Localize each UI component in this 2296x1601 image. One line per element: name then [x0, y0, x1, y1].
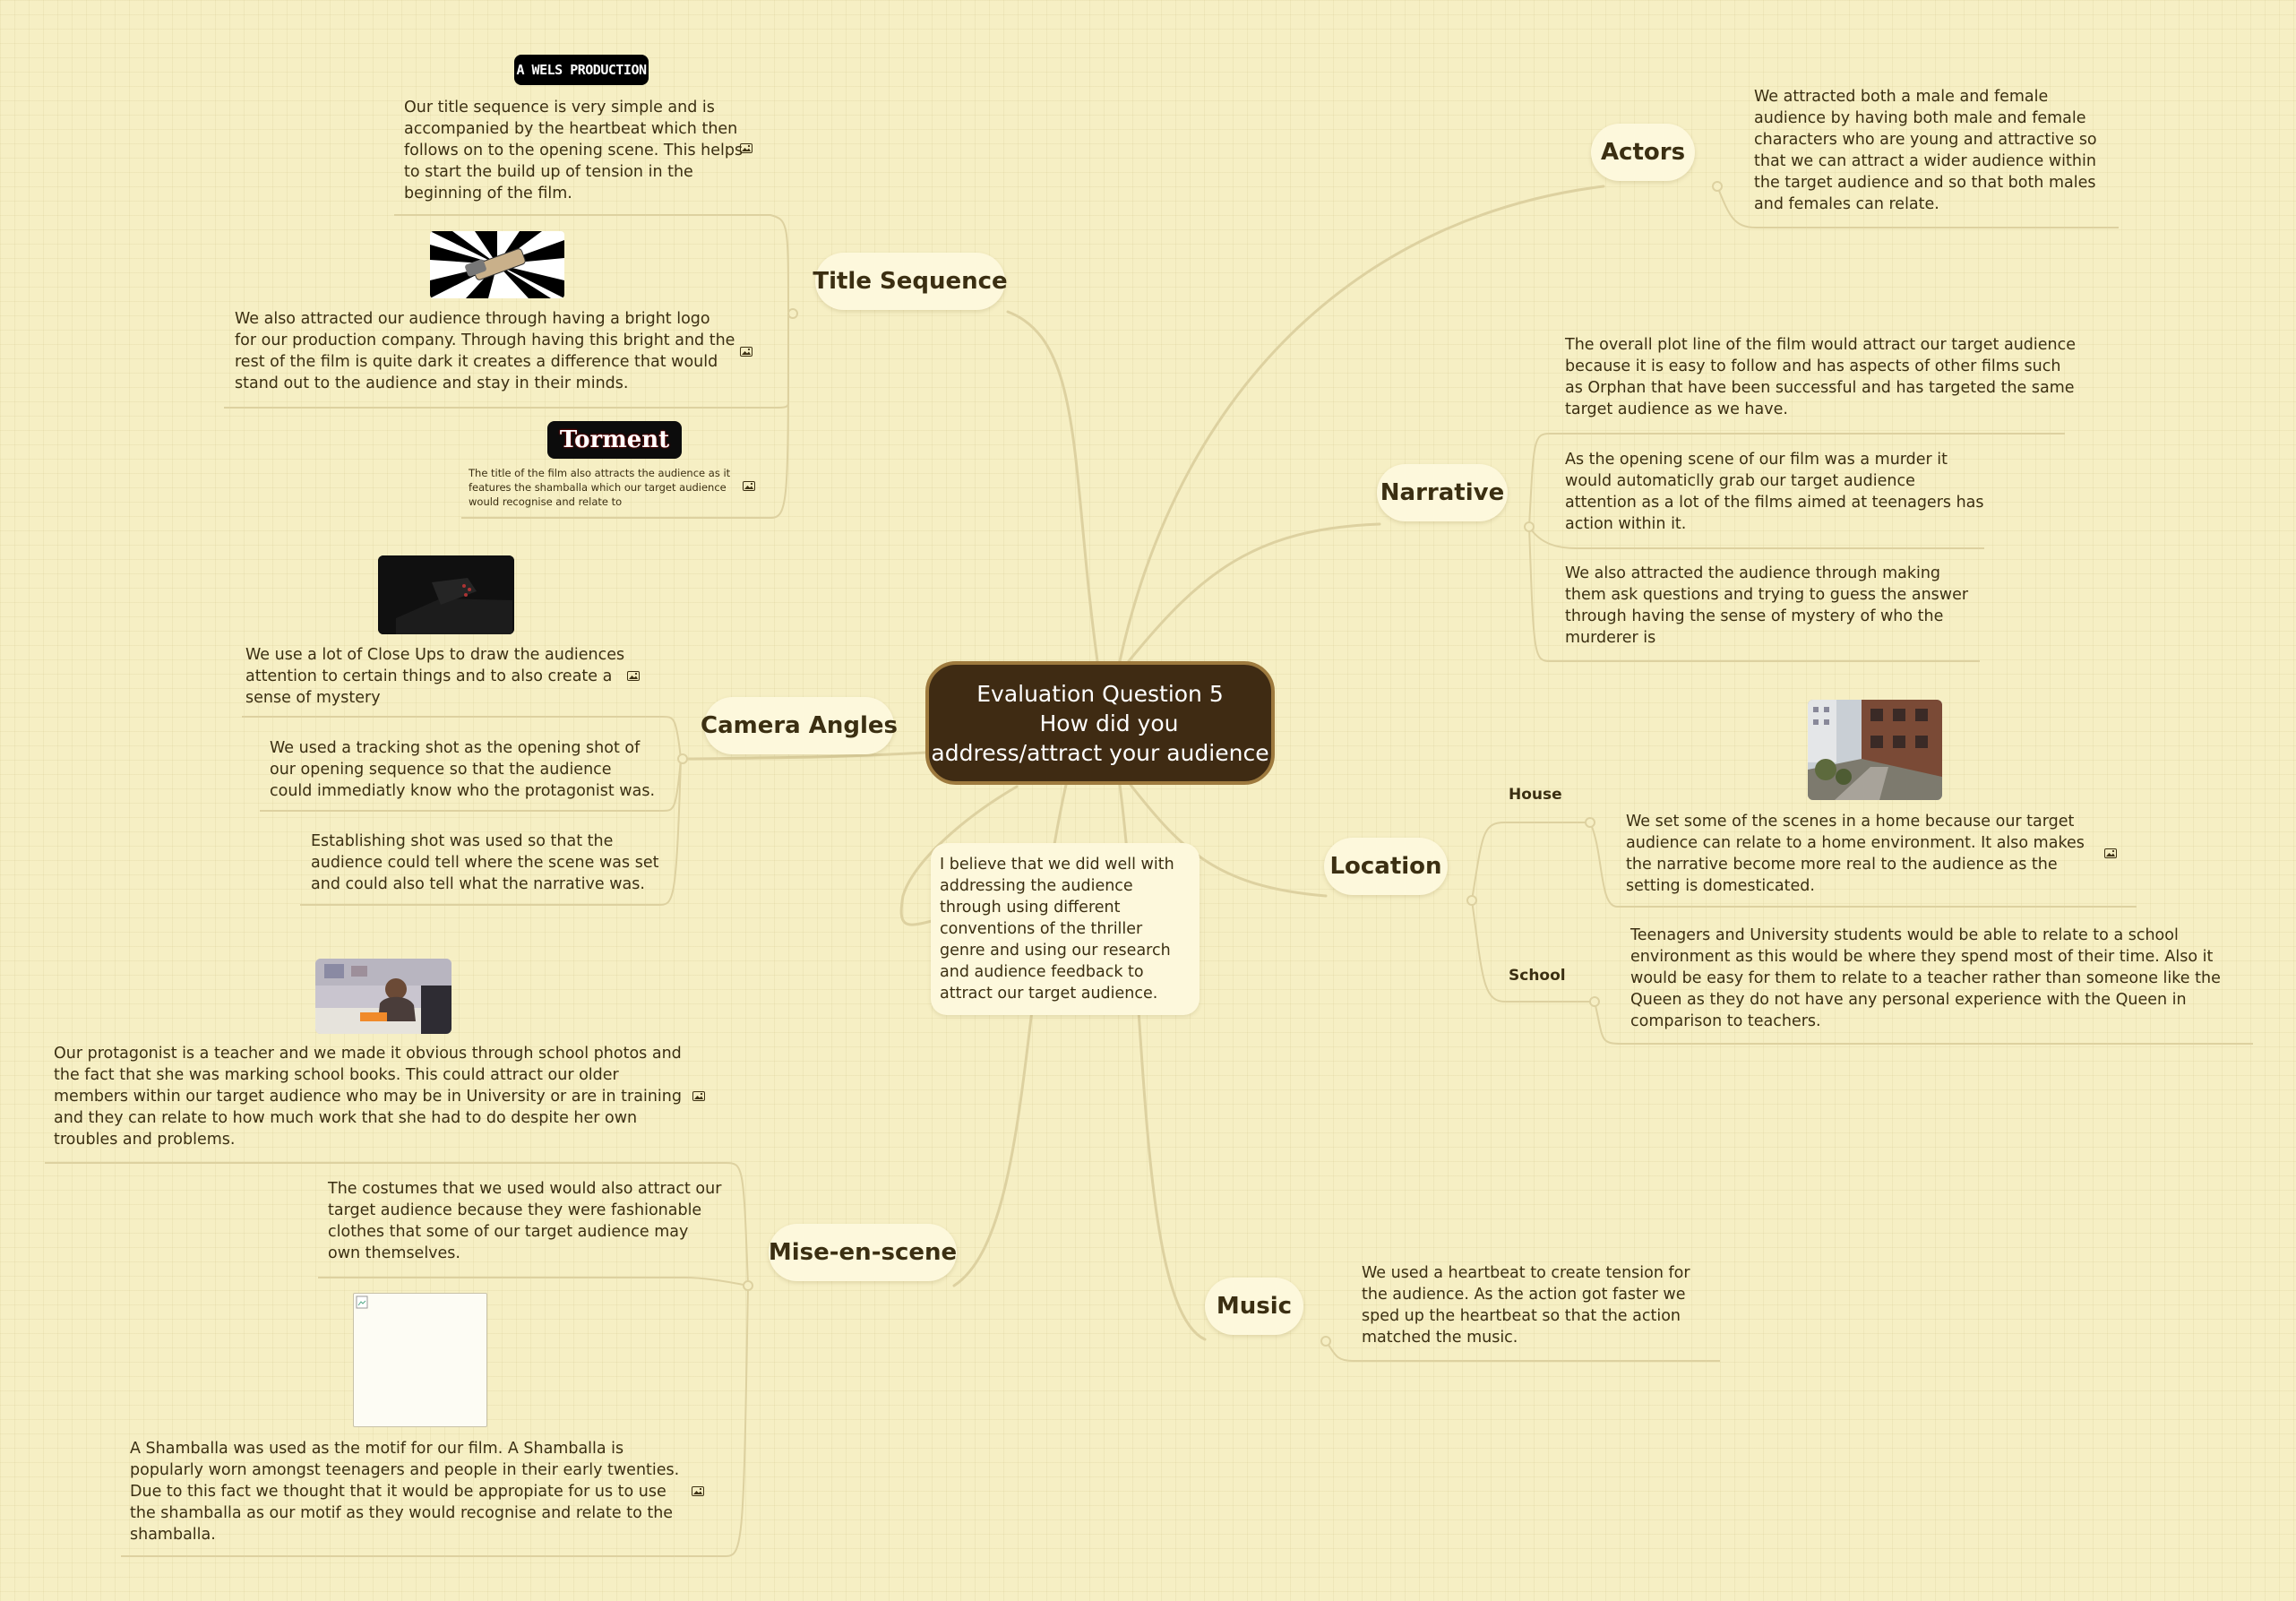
location-subtopic-house[interactable]: House [1509, 786, 1562, 804]
image-attachment-icon[interactable] [692, 1486, 704, 1496]
image-attachment-icon[interactable] [692, 1091, 705, 1101]
mise-en-scene-note-2[interactable]: The costumes that we used would also att… [328, 1180, 722, 1262]
mise-en-scene-note-3[interactable]: A Shamballa was used as the motif for ou… [130, 1440, 680, 1544]
topic-music[interactable]: Music [1205, 1278, 1303, 1335]
central-topic-line-2: How did you [1039, 710, 1179, 736]
image-attachment-icon[interactable] [740, 143, 752, 153]
topic-location[interactable]: Location [1324, 838, 1448, 895]
image-attachment-icon[interactable] [2104, 848, 2117, 858]
location-subtopic-school[interactable]: School [1509, 967, 1566, 985]
image-attachment-icon[interactable] [743, 481, 755, 491]
camera-angles-note-1[interactable]: We use a lot of Close Ups to draw the au… [245, 646, 625, 707]
teacher-marking-image [315, 959, 451, 1034]
production-logo-text: A WELS PRODUCTION [516, 62, 647, 78]
close-up-image [378, 555, 514, 634]
topic-narrative[interactable]: Narrative [1377, 464, 1508, 521]
topic-title-sequence[interactable]: Title Sequence [813, 253, 1008, 310]
topic-mise-en-scene[interactable]: Mise-en-scene [769, 1224, 957, 1281]
film-title-image: Torment [547, 421, 682, 459]
image-attachment-icon[interactable] [627, 671, 640, 681]
film-title-text: Torment [559, 426, 670, 453]
mise-en-scene-note-1[interactable]: Our protagonist is a teacher and we made… [54, 1045, 682, 1149]
shamballa-image-placeholder [353, 1293, 487, 1427]
production-logo-image: A WELS PRODUCTION [514, 55, 649, 85]
narrative-note-2[interactable]: As the opening scene of our film was a m… [1565, 451, 1984, 533]
title-sequence-note-1[interactable]: Our title sequence is very simple and is… [404, 99, 744, 202]
house-location-image [1808, 700, 1942, 800]
topic-camera-angles[interactable]: Camera Angles [701, 697, 898, 754]
central-topic[interactable]: Evaluation Question 5 How did you addres… [925, 661, 1275, 785]
bright-logo-image [430, 231, 564, 298]
central-topic-line-1: Evaluation Question 5 [976, 680, 1224, 707]
topic-actors[interactable]: Actors [1591, 124, 1695, 181]
title-sequence-note-3[interactable]: The title of the film also attracts the … [469, 467, 731, 508]
central-topic-line-3: address/attract your audience [931, 739, 1269, 766]
location-note-house[interactable]: We set some of the scenes in a home beca… [1626, 813, 2085, 895]
callout-note[interactable]: I believe that we did well with addressi… [931, 843, 1200, 1015]
music-note-1[interactable]: We used a heartbeat to create tension fo… [1362, 1264, 1690, 1347]
camera-angles-note-2[interactable]: We used a tracking shot as the opening s… [270, 739, 656, 800]
narrative-note-1[interactable]: The overall plot line of the film would … [1565, 336, 2077, 418]
actors-note-1[interactable]: We attracted both a male and female audi… [1754, 88, 2097, 213]
location-note-school[interactable]: Teenagers and University students would … [1630, 926, 2221, 1030]
image-attachment-icon[interactable] [740, 347, 752, 357]
narrative-note-3[interactable]: We also attracted the audience through m… [1565, 564, 1969, 647]
title-sequence-note-2[interactable]: We also attracted our audience through h… [235, 310, 735, 392]
camera-angles-note-3[interactable]: Establishing shot was used so that the a… [311, 832, 659, 893]
